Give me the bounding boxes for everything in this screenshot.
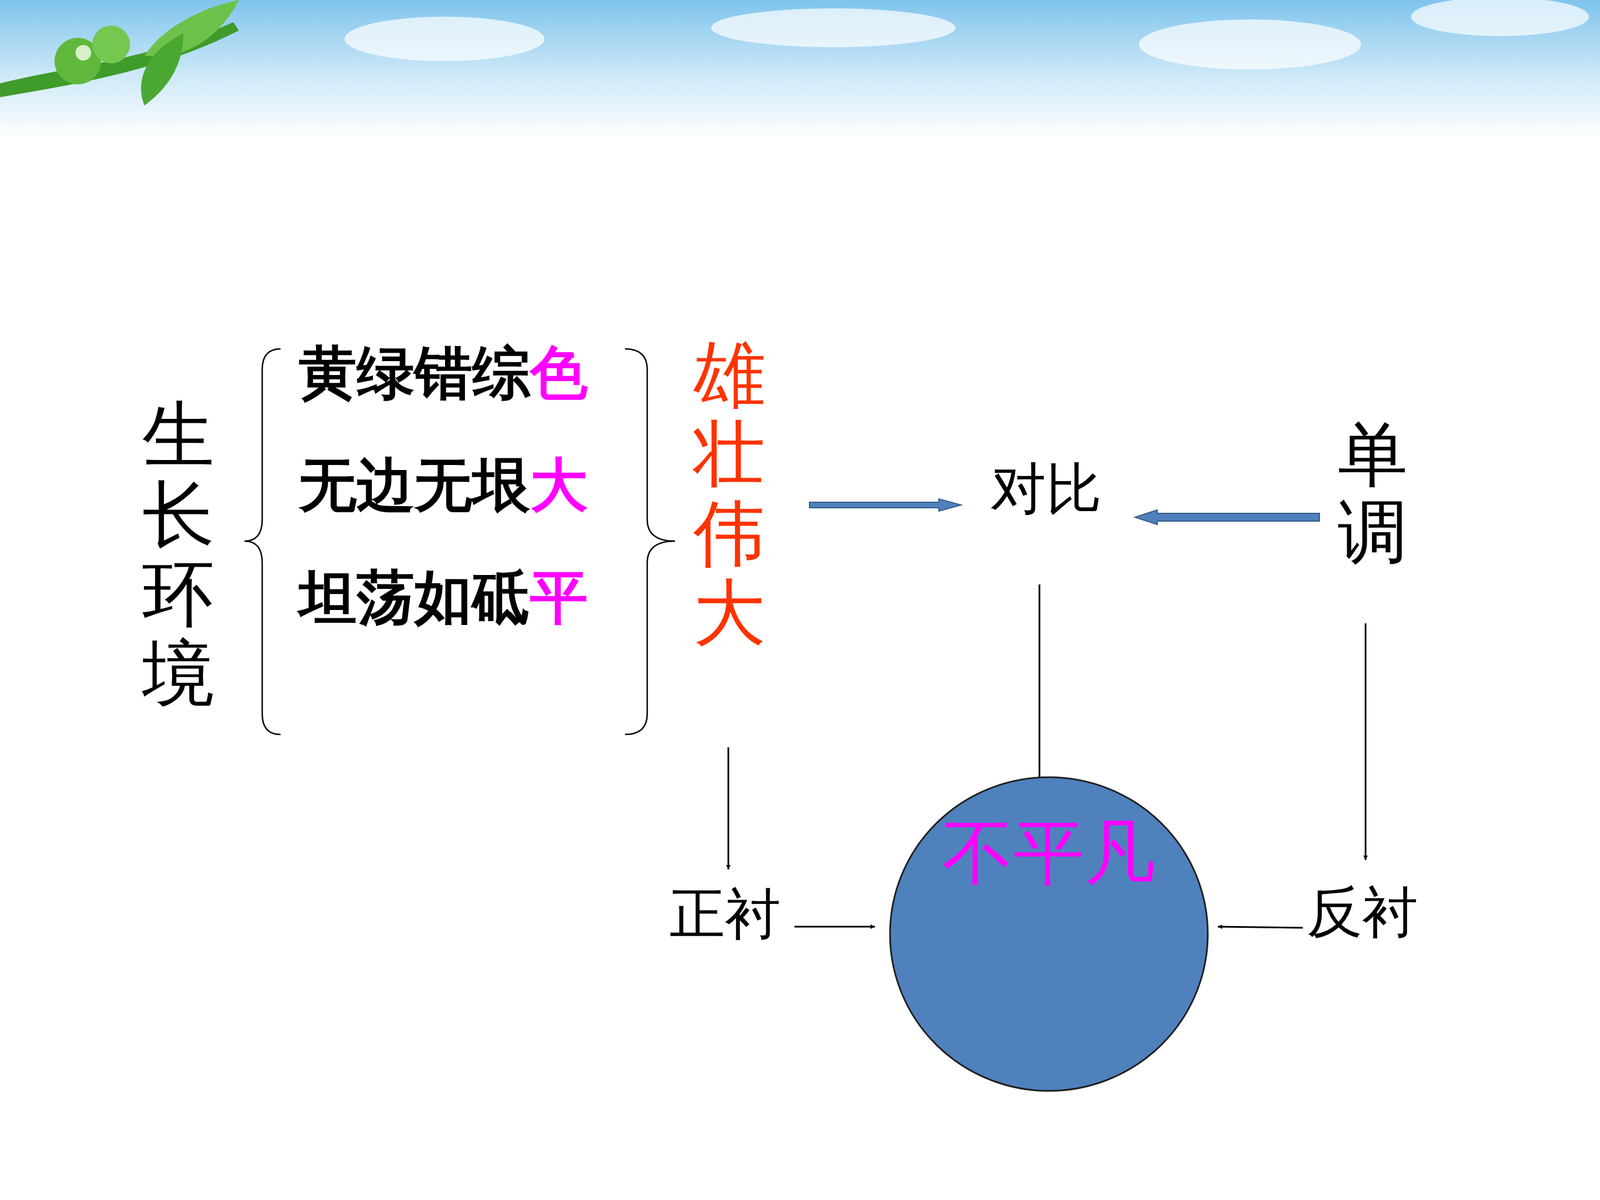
- block-arrow: [809, 498, 962, 512]
- thin-arrows: [728, 584, 1366, 928]
- left-brace: [244, 348, 281, 735]
- feature-line: 无边无垠大: [298, 456, 588, 514]
- arrow-line: [1217, 926, 1303, 928]
- arrow-line: [794, 926, 875, 928]
- feature-text: 无边无垠: [298, 456, 530, 514]
- concept-label: 对比: [990, 461, 1102, 517]
- key-word: 大: [530, 456, 588, 514]
- braces: [244, 348, 675, 735]
- concept-label: 反衬: [1306, 884, 1418, 940]
- feature-line: 黄绿错综色: [298, 343, 588, 402]
- key-word: 色: [530, 343, 588, 402]
- feature-text: 黄绿错综: [298, 343, 530, 402]
- result-ellipse: 不平凡: [888, 776, 1209, 1093]
- leaf-decoration: [0, 0, 239, 106]
- feature-line: 坦荡如砥平: [298, 568, 588, 627]
- key-word: 平: [530, 568, 588, 627]
- node-text: 不平凡: [888, 817, 1209, 889]
- block-arrow: [1135, 510, 1320, 525]
- top-banner: [0, 0, 1600, 139]
- feature-text: 坦荡如砥: [298, 568, 530, 627]
- concept-label: 正衬: [669, 886, 781, 942]
- clouds: [344, 0, 1589, 70]
- vertical-heading: 雄壮伟大: [693, 335, 766, 653]
- vertical-heading: 单调: [1337, 416, 1408, 571]
- right-brace: [625, 348, 675, 735]
- vertical-heading: 生长环境: [142, 395, 215, 714]
- arrow-line: [1365, 623, 1367, 860]
- arrow-line: [1038, 584, 1041, 796]
- arrow-line: [727, 747, 730, 870]
